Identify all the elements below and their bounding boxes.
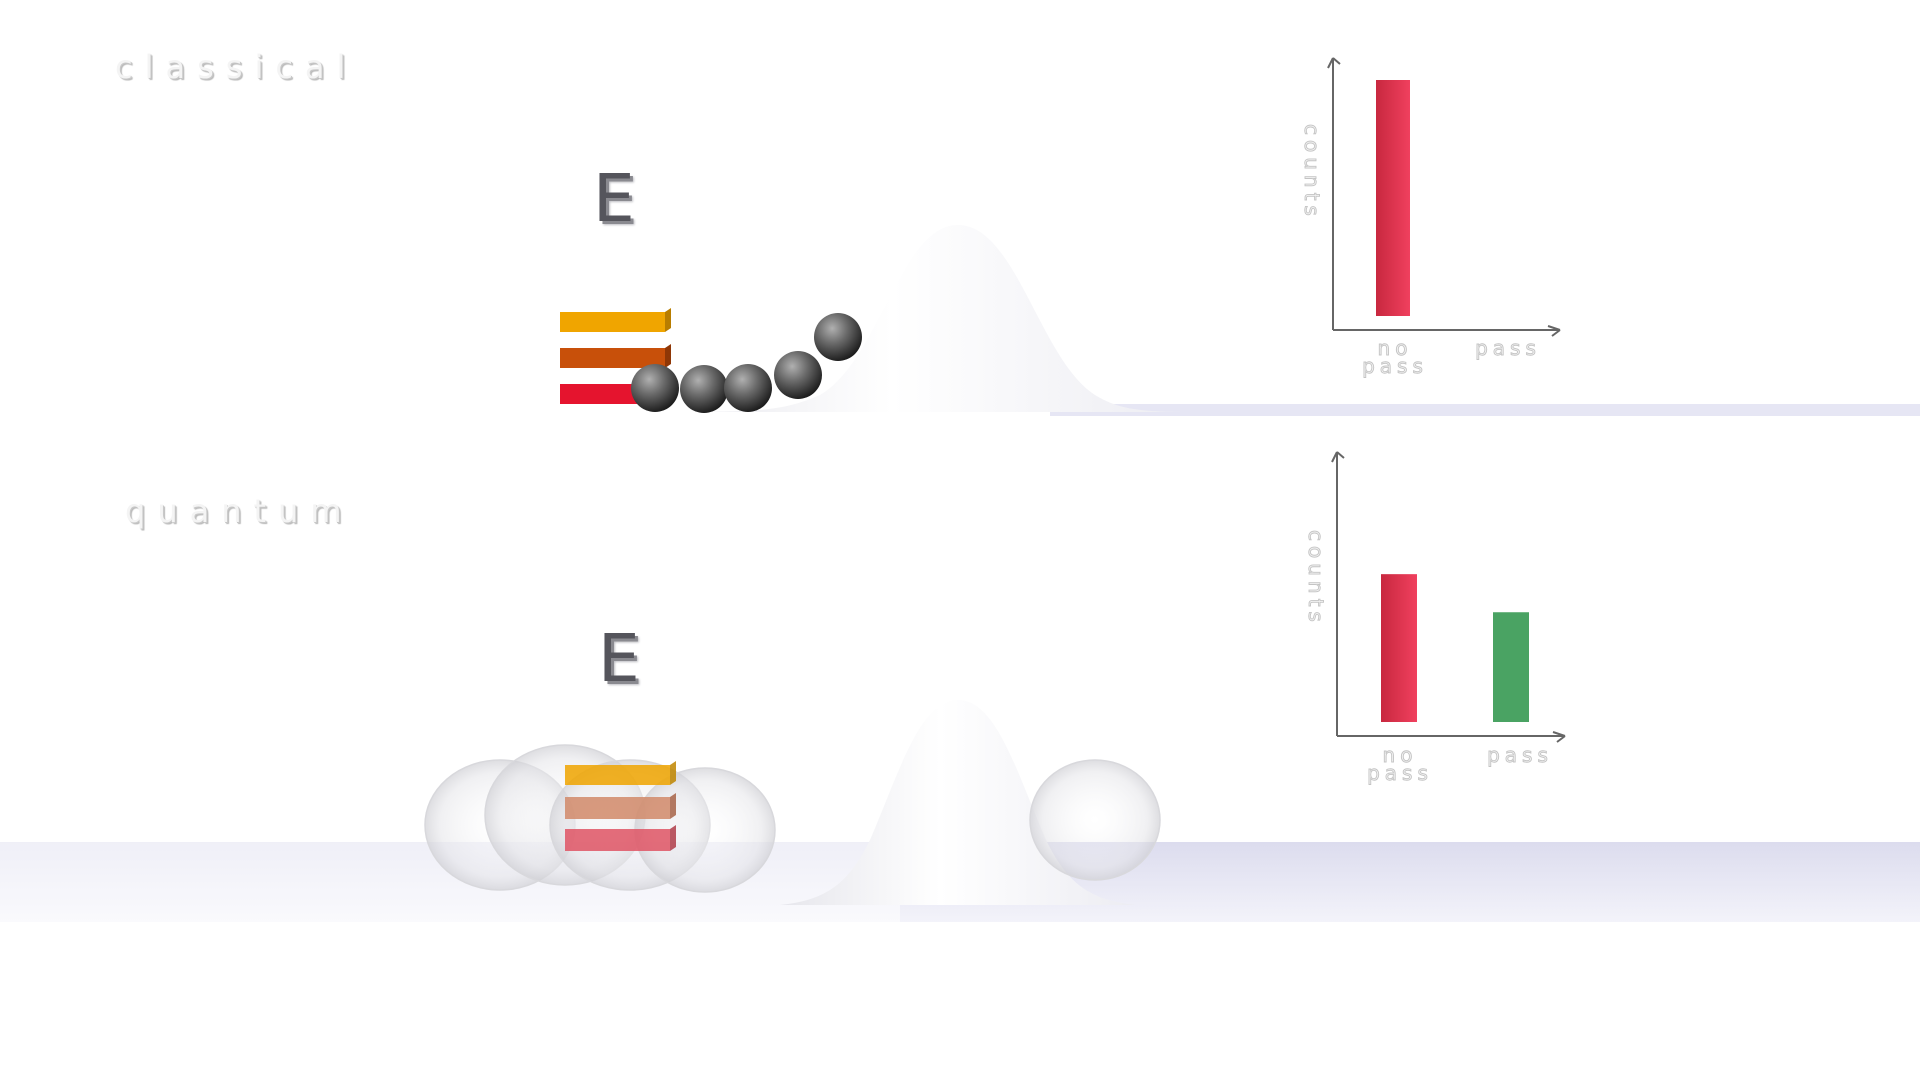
classical-label: classical bbox=[115, 48, 358, 86]
classical-energy-label: E bbox=[593, 160, 635, 237]
y-axis-arrow bbox=[1327, 57, 1341, 69]
energy-level-top bbox=[565, 765, 670, 785]
tick-label-no-pass-2: pass bbox=[1362, 354, 1428, 378]
ball bbox=[774, 351, 822, 399]
energy-level-mid bbox=[565, 797, 670, 819]
quantum-energy-levels bbox=[565, 761, 676, 851]
classical-particles bbox=[631, 313, 862, 413]
quantum-wavepacket-right bbox=[1029, 759, 1161, 881]
classical-barrier-hill bbox=[640, 225, 1200, 412]
bar-no-pass bbox=[1381, 574, 1417, 722]
classical-histogram: counts no pass pass bbox=[1300, 57, 1561, 378]
quantum-energy-label: E bbox=[598, 620, 640, 697]
ball bbox=[814, 313, 862, 361]
tick-label-pass: pass bbox=[1475, 336, 1541, 360]
y-axis-label: counts bbox=[1304, 530, 1328, 627]
energy-level-mid bbox=[560, 348, 665, 368]
tick-label-no-pass: no bbox=[1378, 336, 1413, 360]
bar-pass bbox=[1493, 612, 1529, 722]
x-axis-arrow bbox=[1547, 325, 1561, 337]
energy-level-bottom bbox=[565, 829, 670, 851]
y-axis-arrow bbox=[1331, 451, 1345, 463]
tick-label-pass: pass bbox=[1487, 743, 1553, 767]
x-axis-arrow bbox=[1552, 731, 1566, 743]
quantum-histogram: counts no pass pass bbox=[1304, 451, 1566, 785]
quantum-scene bbox=[0, 700, 1920, 922]
y-axis-label: counts bbox=[1300, 124, 1324, 221]
ball bbox=[631, 364, 679, 412]
bar-no-pass bbox=[1376, 80, 1410, 316]
tick-label-no-pass-2: pass bbox=[1367, 761, 1433, 785]
tick-label-no-pass: no bbox=[1383, 743, 1418, 767]
classical-floor bbox=[1050, 404, 1920, 416]
classical-scene bbox=[560, 225, 1920, 416]
ball bbox=[680, 365, 728, 413]
quantum-label: quantum bbox=[125, 492, 354, 530]
energy-level-top bbox=[560, 312, 665, 332]
ball bbox=[724, 364, 772, 412]
